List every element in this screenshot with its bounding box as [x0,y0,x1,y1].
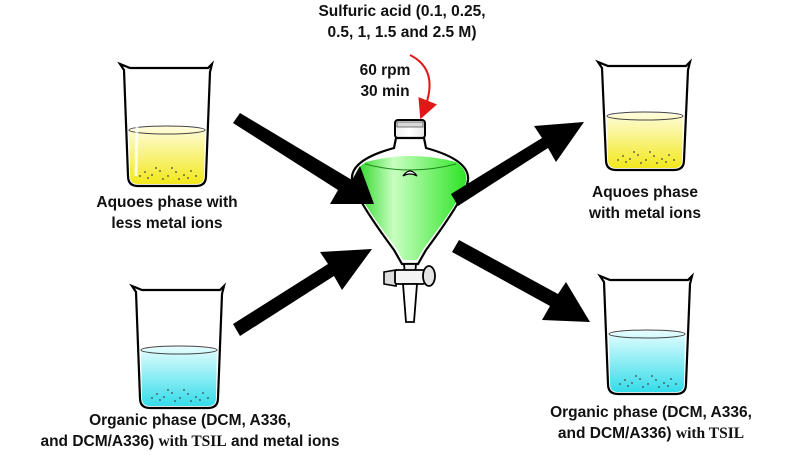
arrow-from-top-left-beaker [233,113,374,204]
separatory-funnel [350,119,470,323]
arrow-to-top-right-beaker [451,122,584,206]
label-part: and DCM/A336) [557,425,676,442]
label-line: and DCM/A336) with TSIL and metal ions [0,431,380,452]
label-line: Organic phase (DCM, A336, [550,404,752,421]
label-part-serif: with TSIL [675,425,745,442]
label-line: with metal ions [589,205,701,222]
beaker-organic-with-tsil [597,272,695,396]
label-part: and metal ions [226,433,340,450]
red-curved-arrow [409,54,437,120]
label-line: and DCM/A336) with TSIL [520,423,782,444]
label-line: Aquoes phase [592,184,698,201]
beaker-aqueous-with-ions [595,58,693,172]
beaker-organic-with-ions [129,282,227,410]
conditions-label: 60 rpm 30 min [350,60,420,102]
arrow-to-bottom-left-beaker [233,249,372,336]
label-line: Aquoes phase with [96,194,238,211]
acid-label: Sulfuric acid (0.1, 0.25, 0.5, 1, 1.5 an… [272,1,532,43]
acid-label-line1: Sulfuric acid (0.1, 0.25, [318,3,486,20]
beaker-aqueous-less-ions [117,60,215,188]
label-aqueous-less-ions: Aquoes phase with less metal ions [62,192,272,234]
label-organic-with-tsil: Organic phase (DCM, A336, and DCM/A336) … [520,402,782,444]
acid-label-line2: 0.5, 1, 1.5 and 2.5 M) [327,24,477,41]
arrow-to-bottom-right-beaker [452,240,590,322]
label-aqueous-with-ions: Aquoes phase with metal ions [560,182,730,224]
label-line: Organic phase (DCM, A336, [89,412,291,429]
label-part: and DCM/A336) [40,433,159,450]
label-line: less metal ions [111,215,223,232]
time-label: 30 min [360,83,410,100]
label-organic-with-ions: Organic phase (DCM, A336, and DCM/A336) … [0,410,380,452]
label-part-serif: with TSIL [158,433,227,450]
speed-label: 60 rpm [359,62,411,79]
